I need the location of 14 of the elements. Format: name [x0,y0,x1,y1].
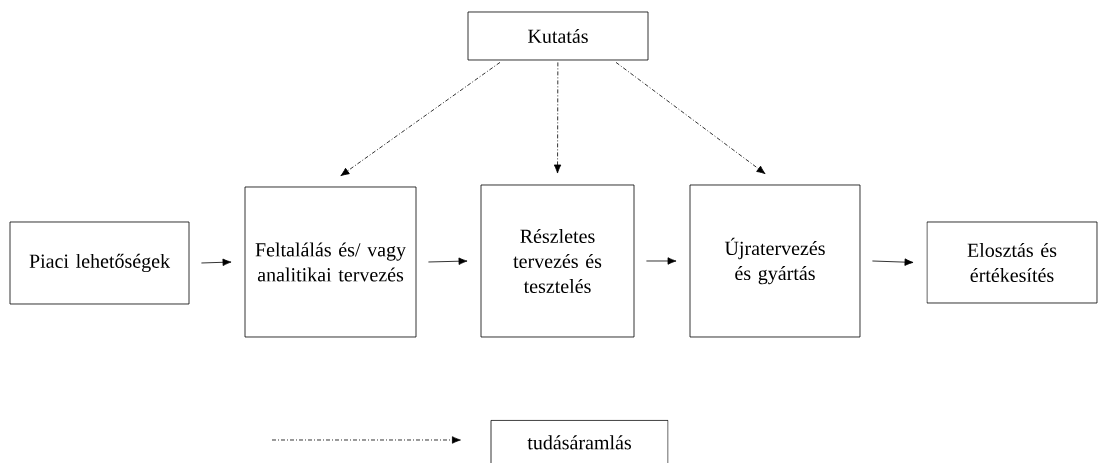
process-box: Feltalálás és/ vagy analitikai tervezés [244,186,417,338]
arrow [615,62,766,175]
arrow [646,257,677,265]
arrow [872,258,914,266]
research-box: Kutatás [467,11,649,61]
legend-box: tudásáramlás [490,420,669,463]
arrow [201,258,232,266]
process-box: Elosztás és értékesítés [926,221,1098,304]
arrow [340,62,501,177]
process-box: Részletes tervezés és tesztelés [480,184,635,338]
arrow [553,62,562,174]
arrow [428,257,468,265]
process-box: Piaci lehetőségek [9,221,190,305]
process-box: Újratervezés és gyártás [689,184,861,338]
